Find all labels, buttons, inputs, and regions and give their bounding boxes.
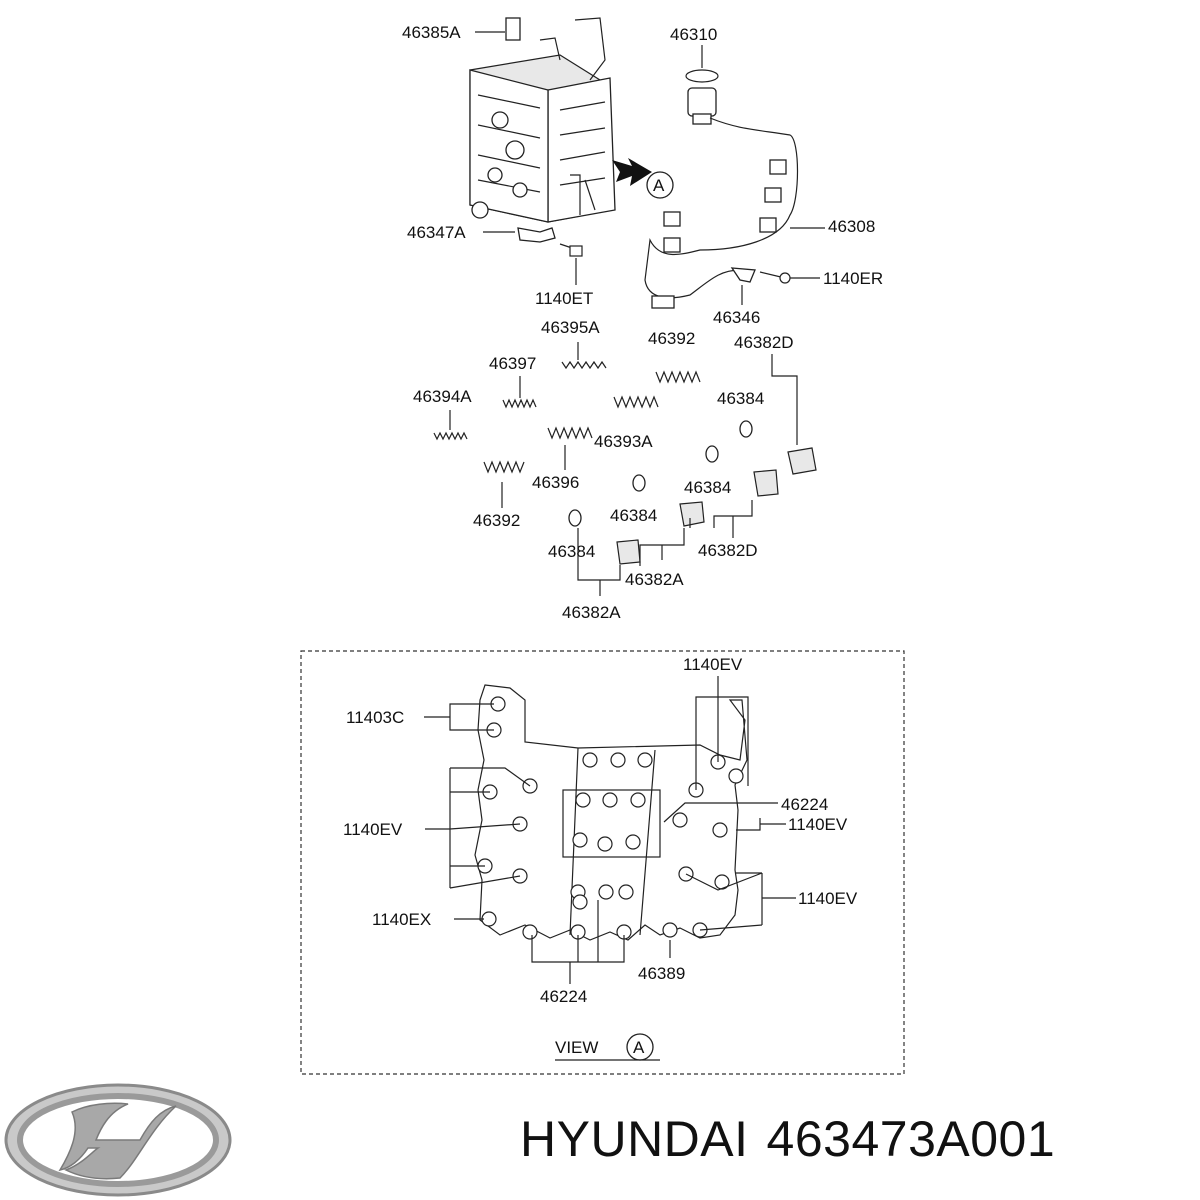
wiring-harness	[644, 69, 799, 309]
callout-46393A: 46393A	[594, 432, 653, 451]
view-label-46224-right: 46224	[781, 795, 828, 814]
part-number: 463473A001	[766, 1111, 1056, 1167]
hyundai-logo-icon	[4, 1083, 232, 1197]
view-label-1140EV-top: 1140EV	[683, 655, 743, 674]
bolt-head-icon	[582, 752, 598, 768]
valve-body-assembly	[469, 17, 616, 223]
bolt-head-icon	[618, 884, 634, 900]
callout-46384-d: 46384	[548, 542, 595, 561]
bolt-head-icon	[672, 812, 688, 828]
bolt-head-icon	[598, 884, 614, 900]
callout-46382D-top: 46382D	[734, 333, 794, 352]
bolt-head-icon	[481, 911, 497, 927]
callout-46308: 46308	[828, 217, 875, 236]
callout-46384-a: 46384	[717, 389, 764, 408]
springs	[433, 360, 701, 474]
callout-46382A-bottom: 46382A	[562, 603, 621, 622]
view-label-1140EV-right1: 1140EV	[788, 815, 848, 834]
arrow-marker-letter: A	[653, 176, 665, 195]
callout-46382D-bottom: 46382D	[698, 541, 758, 560]
view-label-1140EV-right2: 1140EV	[798, 889, 858, 908]
bolt-head-icon	[597, 836, 613, 852]
bolt-head-icon	[610, 752, 626, 768]
bolt-head-icon	[572, 832, 588, 848]
callout-46395A: 46395A	[541, 318, 600, 337]
view-label-11403C: 11403C	[346, 708, 404, 727]
callout-46392-top: 46392	[648, 329, 695, 348]
callout-46347A: 46347A	[407, 223, 466, 242]
view-marker-text: VIEW	[555, 1038, 598, 1057]
bolt-head-icon	[728, 768, 744, 784]
view-a-frame	[300, 650, 905, 1075]
callout-1140ET: 1140ET	[535, 289, 593, 308]
bolt-head-icon	[625, 834, 641, 850]
bolt-head-icon	[522, 924, 538, 940]
view-arrow: A	[612, 158, 674, 199]
callout-46394A: 46394A	[413, 387, 472, 406]
brand-caption: HYUNDAI 463473A001	[520, 1110, 1190, 1168]
separator-plate	[474, 684, 748, 941]
callout-46384-b: 46384	[684, 478, 731, 497]
view-label-46224-bottom: 46224	[540, 987, 587, 1006]
callout-1140ER: 1140ER	[823, 269, 883, 288]
callout-46397: 46397	[489, 354, 536, 373]
callout-46310: 46310	[670, 25, 717, 44]
callout-46385A: 46385A	[402, 23, 461, 42]
bolt-head-icon	[662, 922, 678, 938]
bolt-head-icon	[572, 894, 588, 910]
brand-name: HYUNDAI	[520, 1111, 749, 1167]
bolt-head-icon	[575, 792, 591, 808]
view-marker-letter: A	[633, 1038, 645, 1057]
view-bolts	[477, 696, 744, 940]
view-label-1140EV-left: 1140EV	[343, 820, 403, 839]
callout-46346: 46346	[713, 308, 760, 327]
callout-46396: 46396	[532, 473, 579, 492]
callout-46384-c: 46384	[610, 506, 657, 525]
view-label-46389: 46389	[638, 964, 685, 983]
view-label-1140EX: 1140EX	[372, 910, 431, 929]
callout-46382A-right: 46382A	[625, 570, 684, 589]
bolt-head-icon	[637, 752, 653, 768]
callout-46392-bottom: 46392	[473, 511, 520, 530]
plugs-and-orings	[568, 420, 817, 565]
pipe-and-bolt	[517, 227, 583, 257]
bolt-head-icon	[602, 792, 618, 808]
bolt-head-icon	[630, 792, 646, 808]
bolt-head-icon	[712, 822, 728, 838]
